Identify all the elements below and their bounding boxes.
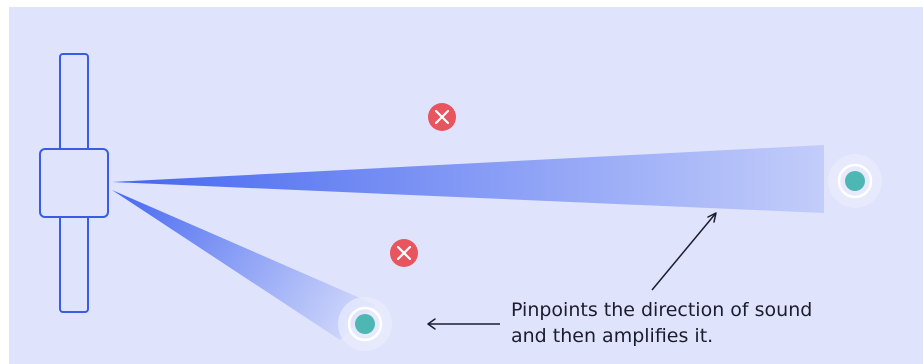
arrow-to-bottom-source <box>427 318 500 330</box>
blocked-noise-icon-bottom <box>390 239 418 267</box>
device-icon <box>39 53 109 313</box>
blocked-noise-icon-top <box>428 103 456 131</box>
sound-source-icon-right <box>828 154 882 208</box>
caption-line-2: and then amplifies it. <box>511 325 714 347</box>
caption-line-1: Pinpoints the direction of sound <box>511 299 813 321</box>
caption-text: Pinpoints the direction of sound and the… <box>511 297 911 349</box>
main-sound-beam <box>112 145 824 213</box>
sound-source-icon-bottom <box>338 297 392 351</box>
secondary-sound-beam <box>112 190 376 340</box>
arrow-to-main-beam <box>651 212 717 291</box>
